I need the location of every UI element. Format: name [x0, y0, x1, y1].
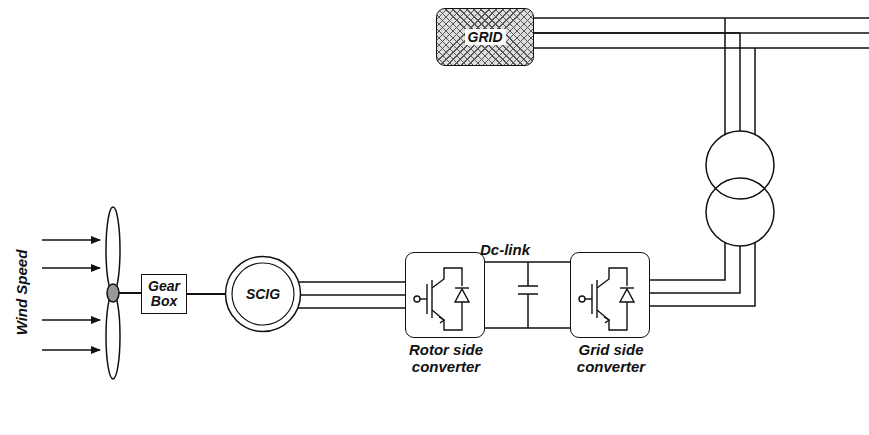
generator-circle: SCIG [224, 255, 302, 333]
bus-label: Dc-link [480, 241, 530, 258]
wind-arrows [42, 240, 100, 350]
node-label: Rotor side converter [392, 341, 500, 376]
igbt-symbol [414, 268, 469, 330]
node-label: SCIG [246, 286, 280, 302]
node-label: Gear Box [144, 279, 184, 310]
grid-box: GRID [436, 8, 534, 66]
connector-wire [534, 18, 755, 306]
axis-label: Wind Speed [14, 249, 31, 335]
node-label: GRID [465, 29, 506, 45]
converter-box: Rotor side converter [405, 252, 485, 338]
connector-wire [187, 293, 226, 295]
igbt-symbol [579, 268, 634, 330]
converter-box: Grid side converter [570, 252, 650, 338]
connector-wire [298, 282, 405, 308]
node-label: Grid side converter [557, 341, 665, 376]
gearbox-box: Gear Box [141, 274, 187, 314]
connector-wire [485, 262, 570, 328]
transformer [706, 131, 774, 246]
turbine-rotor [106, 207, 141, 379]
dc-link-capacitor [518, 262, 538, 328]
